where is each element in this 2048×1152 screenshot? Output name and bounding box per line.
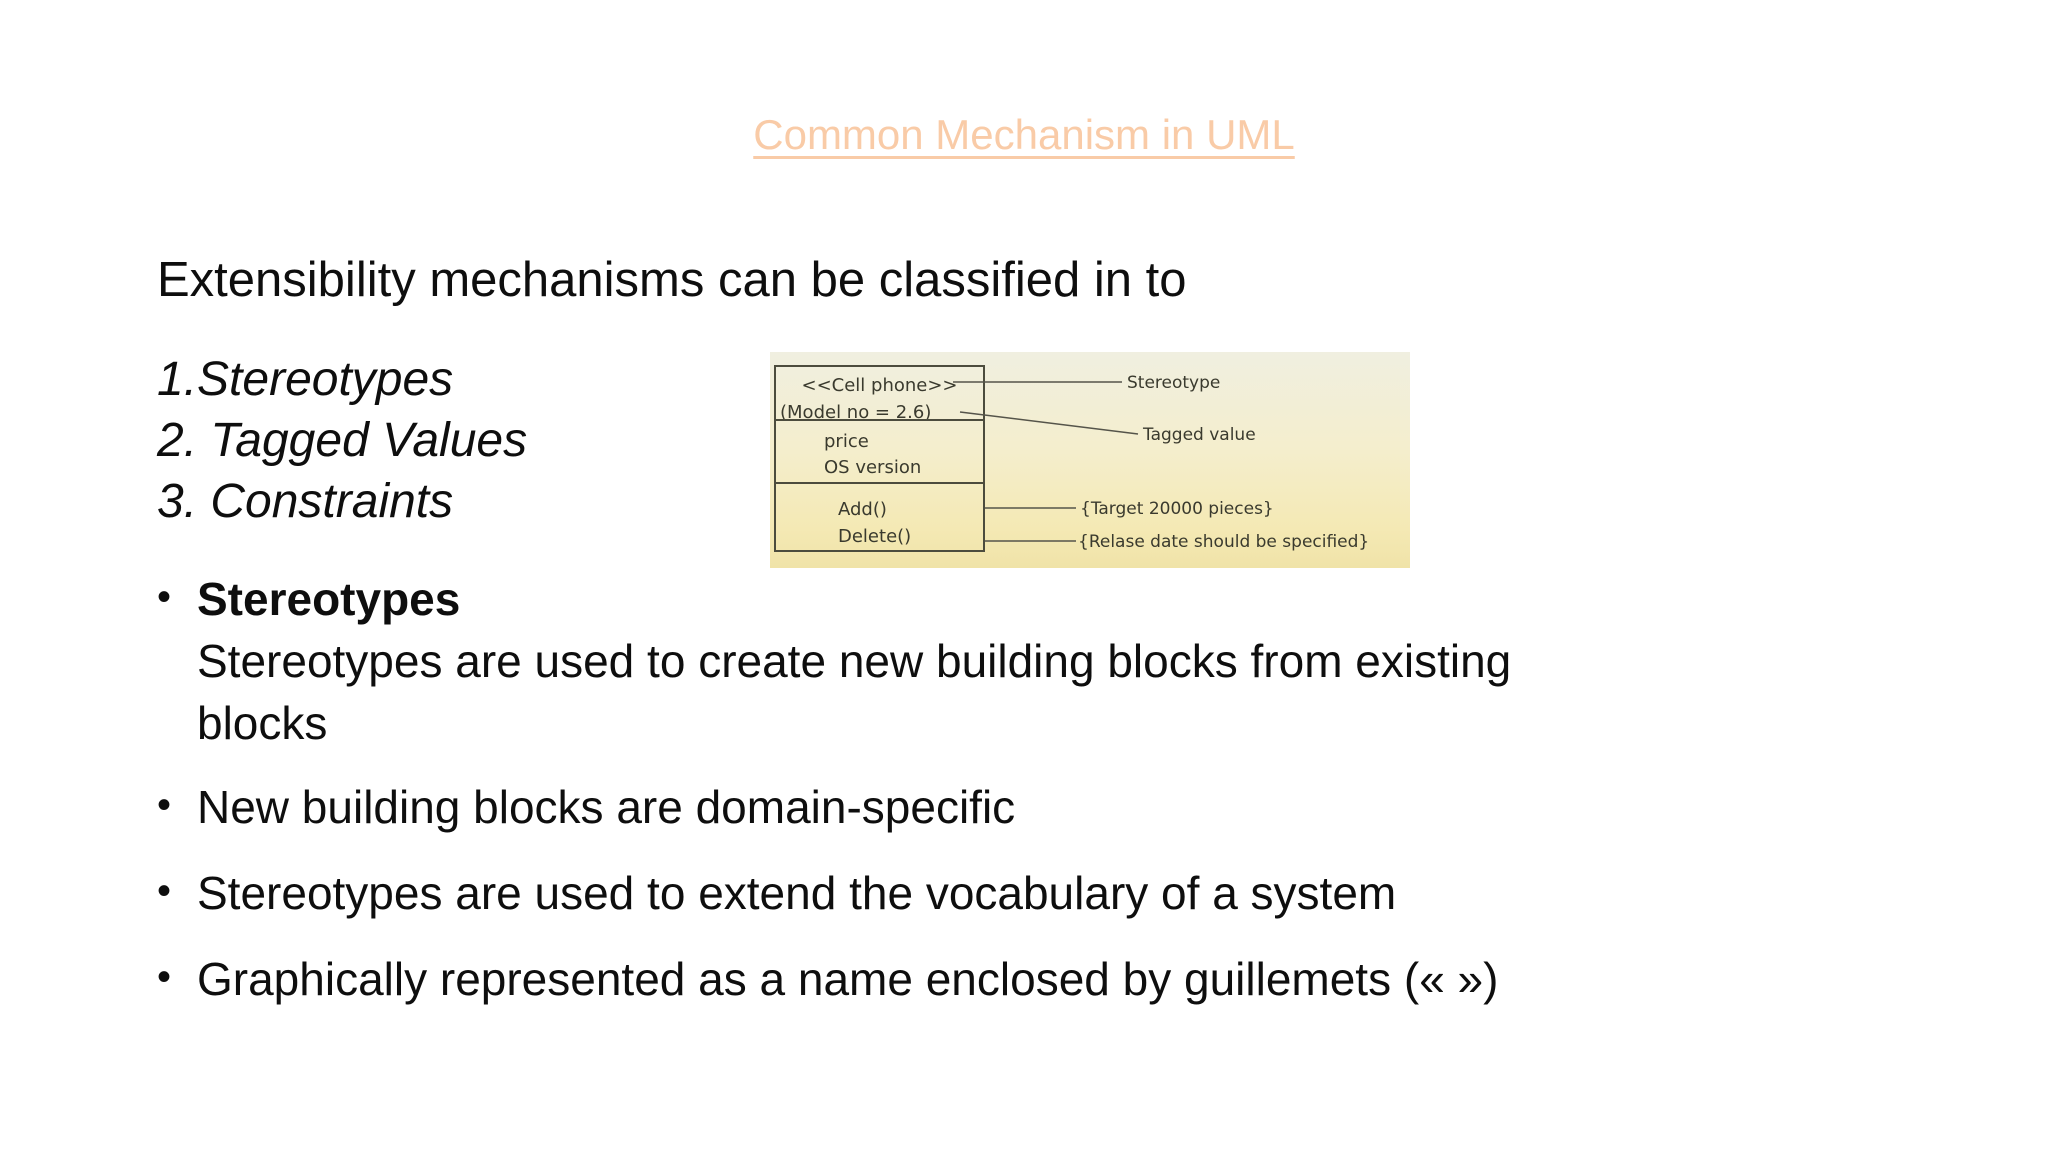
bullet-domain-specific-text: New building blocks are domain-specific [197,781,1016,833]
bullet-marker: • [157,575,172,619]
numbered-item-tagged-values: 2. Tagged Values [157,414,528,467]
operation-add: Add() [838,499,887,520]
attribute-os-version: OS version [824,457,922,478]
class-name-compartment: <<Cell phone>> (Model no = 2.6) [776,367,983,421]
figure-connector-lines [953,381,1139,542]
constraint2-annotation-label: {Relase date should be specified} [1078,532,1370,552]
bullet-extend-vocabulary: • Stereotypes are used to extend the voc… [157,862,1396,924]
class-attributes-compartment: price OS version [776,421,983,484]
bullet-extend-vocabulary-text: Stereotypes are used to extend the vocab… [197,867,1397,919]
class-stereotype-text: <<Cell phone>> [801,375,958,396]
uml-stereotype-figure: <<Cell phone>> (Model no = 2.6) price OS… [770,352,1410,568]
bullet-domain-specific: • New building blocks are domain-specifi… [157,776,1015,838]
bullet-stereotypes: • Stereotypes Stereotypes are used to cr… [157,568,1511,754]
bullet-guillemets-text: Graphically represented as a name enclos… [197,953,1499,1005]
attribute-price: price [824,431,869,452]
class-tagged-value-text: (Model no = 2.6) [780,402,932,421]
numbered-item-constraints: 3. Constraints [157,475,454,528]
numbered-item-stereotypes: 1.Stereotypes [157,353,454,406]
extensibility-numbered-list: 1.Stereotypes 2. Tagged Values 3. Constr… [157,349,527,532]
tagged-value-annotation-label: Tagged value [1143,425,1256,445]
bullet-marker: • [157,869,172,913]
intro-sentence: Extensibility mechanisms can be classifi… [157,253,1187,307]
bullet-stereotypes-heading: Stereotypes [197,573,461,625]
stereotype-annotation-label: Stereotype [1127,373,1221,393]
slide-title: Common Mechanism in UML [753,111,1295,158]
bullet-stereotypes-body-line1: Stereotypes are used to create new build… [197,635,1512,687]
uml-class-box: <<Cell phone>> (Model no = 2.6) price OS… [774,365,985,552]
bullet-marker: • [157,955,172,999]
tagged-value-connector-line [959,411,1139,435]
operation-delete: Delete() [838,526,912,547]
class-operations-compartment: Add() Delete() [776,484,983,550]
bullet-guillemets: • Graphically represented as a name encl… [157,948,1498,1010]
constraint1-annotation-label: {Target 20000 pieces} [1080,499,1274,519]
bullet-stereotypes-body-line2: blocks [197,697,328,749]
bullet-marker: • [157,783,172,827]
